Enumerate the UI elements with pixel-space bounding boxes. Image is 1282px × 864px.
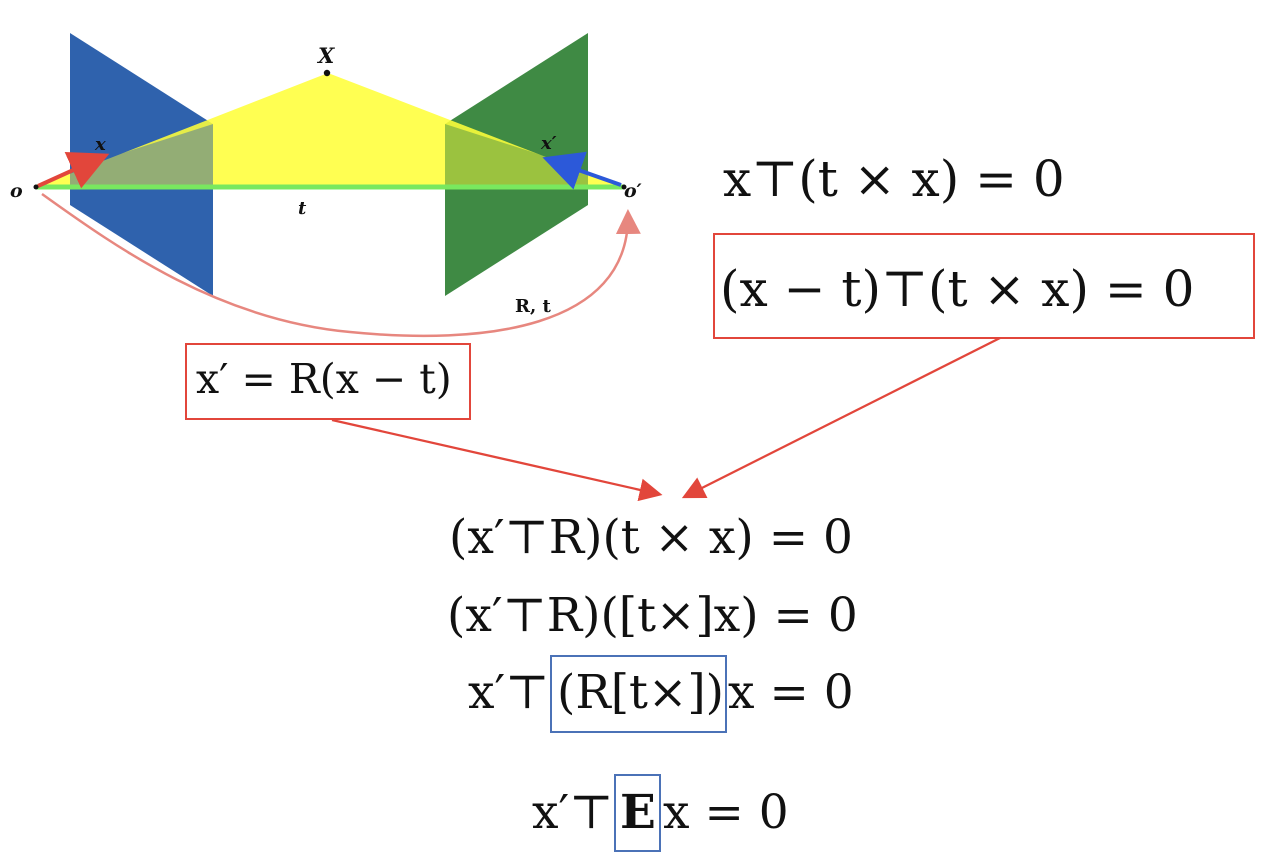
equation-7-boxed-term: E (620, 785, 656, 840)
equation-3: x′ = R(x − t) (196, 355, 452, 403)
equation-2: (x − t)⊤(t × x) = 0 (720, 260, 1195, 318)
equation-6-right: x = 0 (728, 665, 854, 720)
equation-2-red-box (713, 233, 1255, 339)
rotation-translation-equation: x′ = R(x − t) (185, 343, 471, 420)
equation-5: (x′⊤R)([t×]x) = 0 (447, 588, 858, 643)
equation-7-right: x = 0 (663, 785, 789, 840)
equation-6-boxed-term: (R[t×]) (557, 665, 724, 720)
label-x-prime: x′ (540, 133, 557, 154)
label-t: t (298, 198, 307, 219)
epipolar-constraint-equations: x⊤(t × x) = 0 (x − t)⊤(t × x) = 0 (713, 150, 1255, 339)
left-ray-x (37, 151, 110, 189)
derivation-arrows (331, 336, 1001, 502)
motion-arc-Rt (41, 192, 641, 338)
camera-scene: X x x′ o o′ t R, t (10, 33, 642, 338)
equation-4: (x′⊤R)(t × x) = 0 (449, 510, 853, 565)
point-X (323, 69, 331, 77)
arrow-from-equation-2 (681, 336, 1001, 499)
equation-3-red-box (185, 343, 471, 420)
label-o: o (10, 180, 23, 202)
arrow-from-equation-3 (331, 418, 663, 502)
right-ray-x-prime (542, 151, 622, 190)
equation-6-blue-box (550, 655, 727, 733)
essential-matrix-derivation: (x′⊤R)(t × x) = 0 (x′⊤R)([t×]x) = 0 x′⊤ … (447, 510, 858, 852)
label-o-prime: o′ (624, 180, 642, 202)
equation-7-left: x′⊤ (532, 785, 613, 840)
epipolar-plane (36, 73, 624, 187)
origin-o-point (33, 184, 39, 190)
equation-6-left: x′⊤ (468, 665, 549, 720)
origin-o-prime-point (621, 184, 627, 190)
label-x: x (94, 134, 106, 155)
equation-1: x⊤(t × x) = 0 (723, 150, 1065, 208)
label-Rt: R, t (515, 296, 551, 317)
equation-7-blue-box (614, 774, 661, 852)
label-X: X (316, 43, 335, 68)
